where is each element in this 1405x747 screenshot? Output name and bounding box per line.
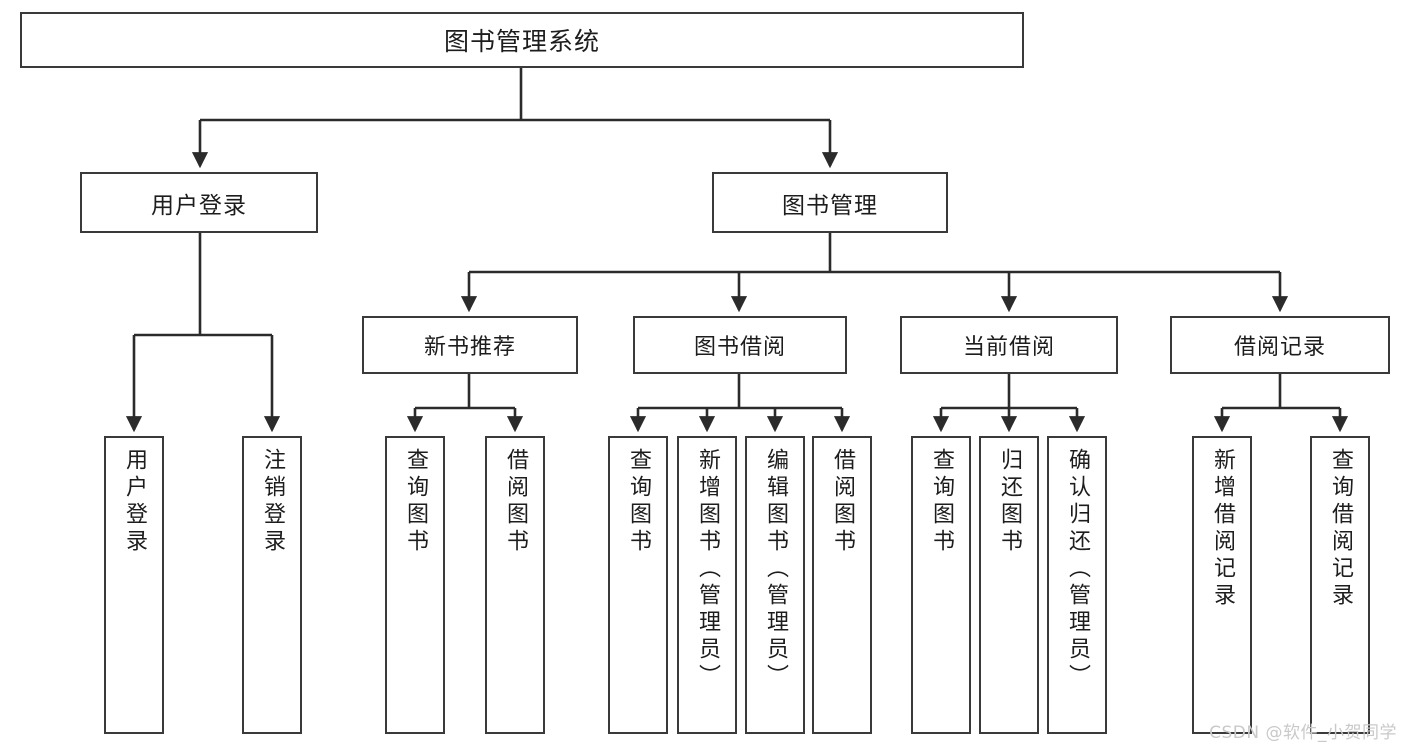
node-label: 图书管理 xyxy=(782,192,878,219)
node-book-borrowing[interactable]: 图书借阅 xyxy=(633,316,847,374)
node-borrowing-record[interactable]: 借阅记录 xyxy=(1170,316,1390,374)
node-root-book-management-system[interactable]: 图书管理系统 xyxy=(20,12,1024,68)
csdn-watermark: CSDN @软件_小贺同学 xyxy=(1209,723,1397,743)
node-label: 当前借阅 xyxy=(962,335,1055,360)
node-label: 查询借阅记录 xyxy=(1328,448,1353,610)
leaf-logout[interactable]: 注销登录 xyxy=(242,436,302,734)
node-new-book-recommendation[interactable]: 新书推荐 xyxy=(362,316,578,374)
node-label: 新增借阅记录 xyxy=(1210,448,1235,610)
node-label: 图书借阅 xyxy=(693,335,786,360)
leaf-user-login[interactable]: 用户登录 xyxy=(104,436,164,734)
node-book-management[interactable]: 图书管理 xyxy=(712,172,948,233)
node-label: 用户登录 xyxy=(122,448,147,556)
leaf-add-book-admin[interactable]: 新增图书（管理员） xyxy=(677,436,737,734)
node-label: 归还图书 xyxy=(997,448,1022,556)
node-label: 图书管理系统 xyxy=(443,27,600,56)
node-label: 编辑图书（管理员） xyxy=(763,448,788,691)
leaf-edit-book-admin[interactable]: 编辑图书（管理员） xyxy=(745,436,805,734)
leaf-query-book-current[interactable]: 查询图书 xyxy=(911,436,971,734)
node-label: 新增图书（管理员） xyxy=(695,448,720,691)
node-user-login[interactable]: 用户登录 xyxy=(80,172,318,233)
node-label: 查询图书 xyxy=(403,448,428,556)
leaf-return-book[interactable]: 归还图书 xyxy=(979,436,1039,734)
leaf-query-book-new[interactable]: 查询图书 xyxy=(385,436,445,734)
leaf-borrow-book[interactable]: 借阅图书 xyxy=(812,436,872,734)
leaf-query-book-borrow[interactable]: 查询图书 xyxy=(608,436,668,734)
node-current-borrowing[interactable]: 当前借阅 xyxy=(900,316,1118,374)
node-label: 查询图书 xyxy=(929,448,954,556)
leaf-confirm-return-admin[interactable]: 确认归还（管理员） xyxy=(1047,436,1107,734)
leaf-query-borrow-record[interactable]: 查询借阅记录 xyxy=(1310,436,1370,734)
leaf-borrow-book-new[interactable]: 借阅图书 xyxy=(485,436,545,734)
node-label: 借阅记录 xyxy=(1233,335,1326,360)
node-label: 借阅图书 xyxy=(830,448,855,556)
leaf-add-borrow-record[interactable]: 新增借阅记录 xyxy=(1192,436,1252,734)
node-label: 借阅图书 xyxy=(503,448,528,556)
node-label: 新书推荐 xyxy=(423,335,516,360)
node-label: 注销登录 xyxy=(260,448,285,556)
node-label: 用户登录 xyxy=(151,192,247,219)
node-label: 查询图书 xyxy=(626,448,651,556)
node-label: 确认归还（管理员） xyxy=(1065,448,1090,691)
